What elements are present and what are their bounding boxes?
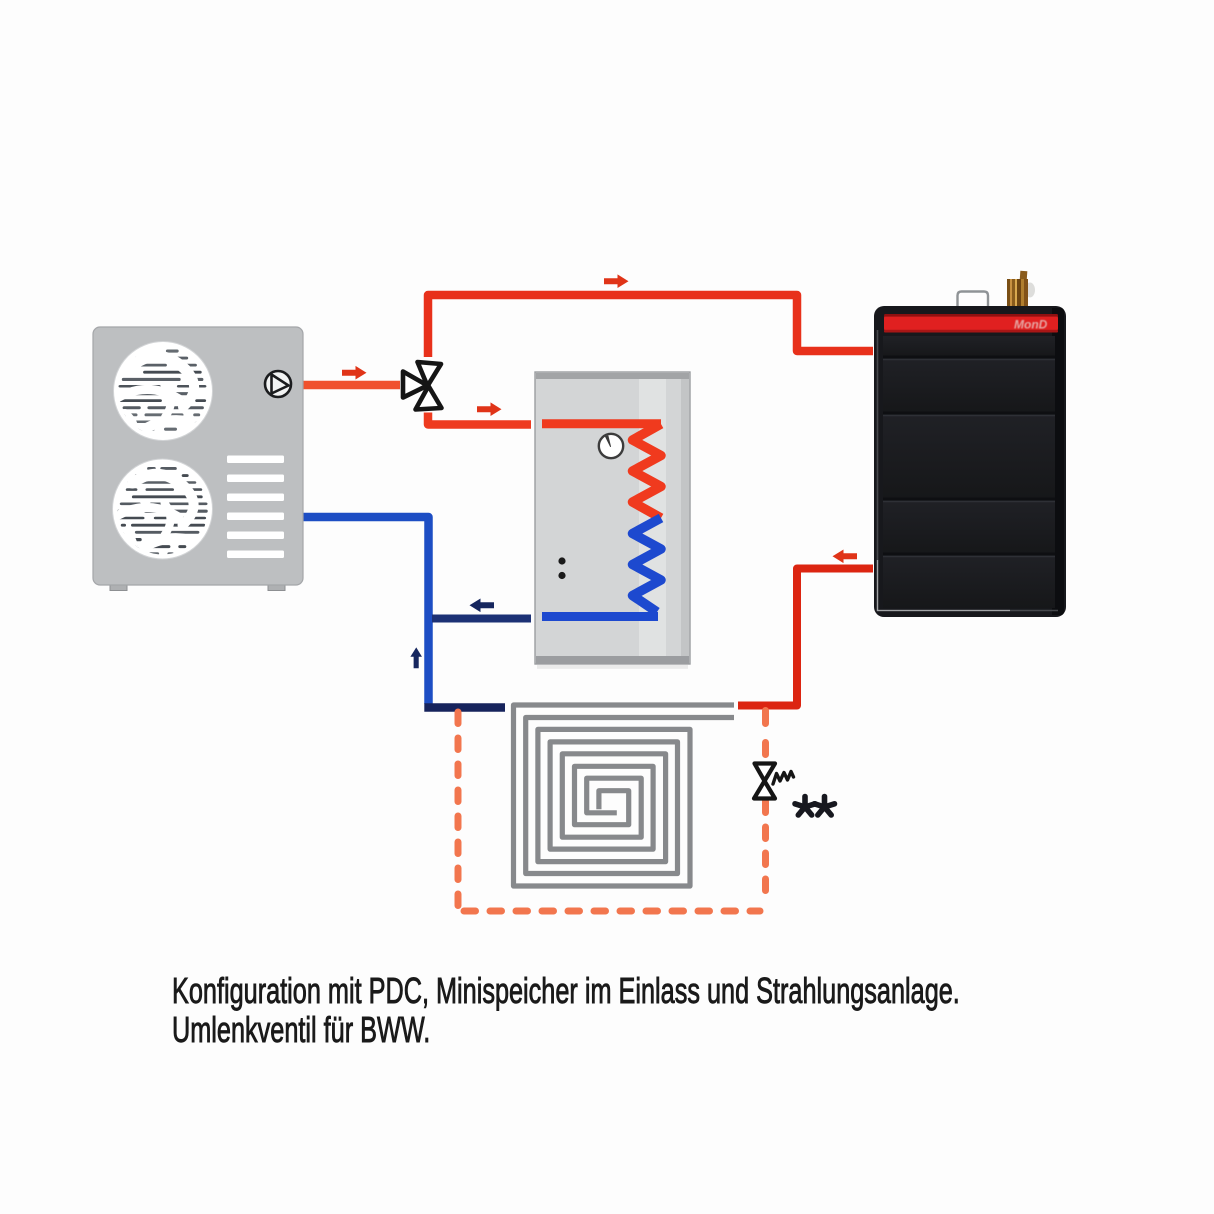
svg-text:Konfiguration mit PDC, Minispe: Konfiguration mit PDC, Minispeicher im E… bbox=[172, 971, 960, 1012]
svg-text:MonD: MonD bbox=[1014, 318, 1048, 332]
svg-text:Umlenkventil für BWW.: Umlenkventil für BWW. bbox=[172, 1010, 430, 1051]
